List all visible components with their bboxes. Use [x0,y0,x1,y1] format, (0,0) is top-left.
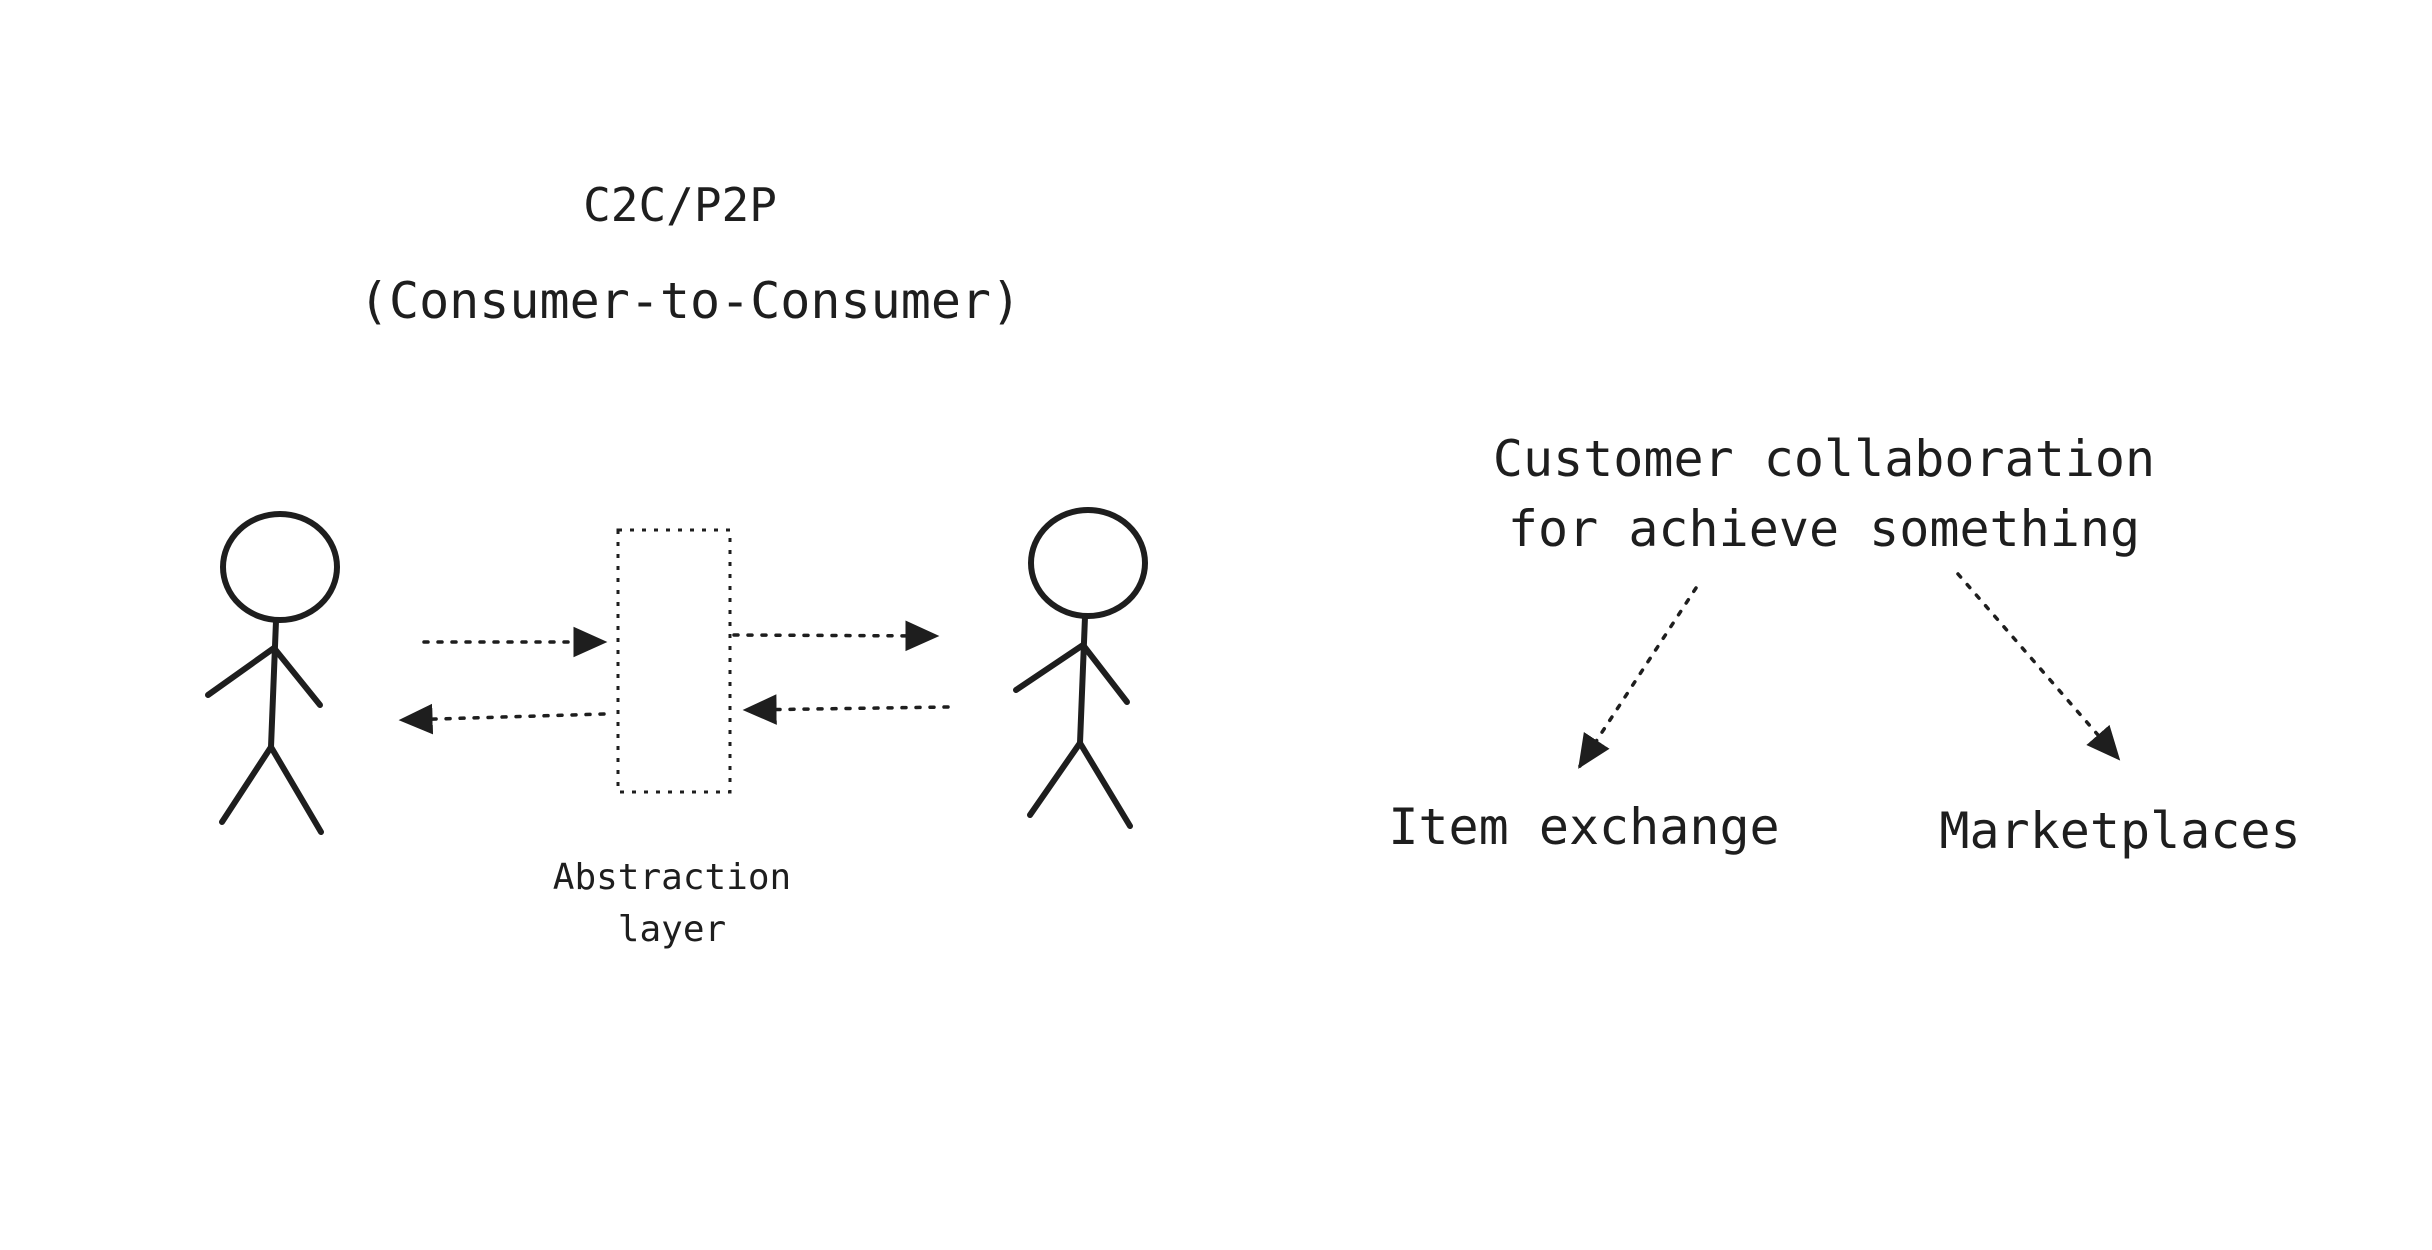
marketplaces-label: Marketplaces [1939,802,2301,860]
arrow-goal-to-marketplaces [1956,572,2121,761]
item-exchange-label: Item exchange [1388,798,1780,856]
arrow-goal-to-item-exchange [1578,586,1698,769]
abstraction-layer-label: Abstraction layer [552,857,792,950]
right-person-icon [1013,507,1148,829]
arrow-right-person-to-layer [742,694,950,725]
diagram-title: C2C/P2P [583,178,777,232]
diagram-subtitle: (Consumer-to-Consumer) [358,272,1022,330]
arrow-layer-to-left-person [398,703,606,735]
goal-label: Customer collaboration for achieve somet… [1492,430,2156,558]
left-person-icon [205,511,340,835]
arrow-layer-to-right-person [732,620,940,652]
abstraction-layer-box [616,528,732,794]
